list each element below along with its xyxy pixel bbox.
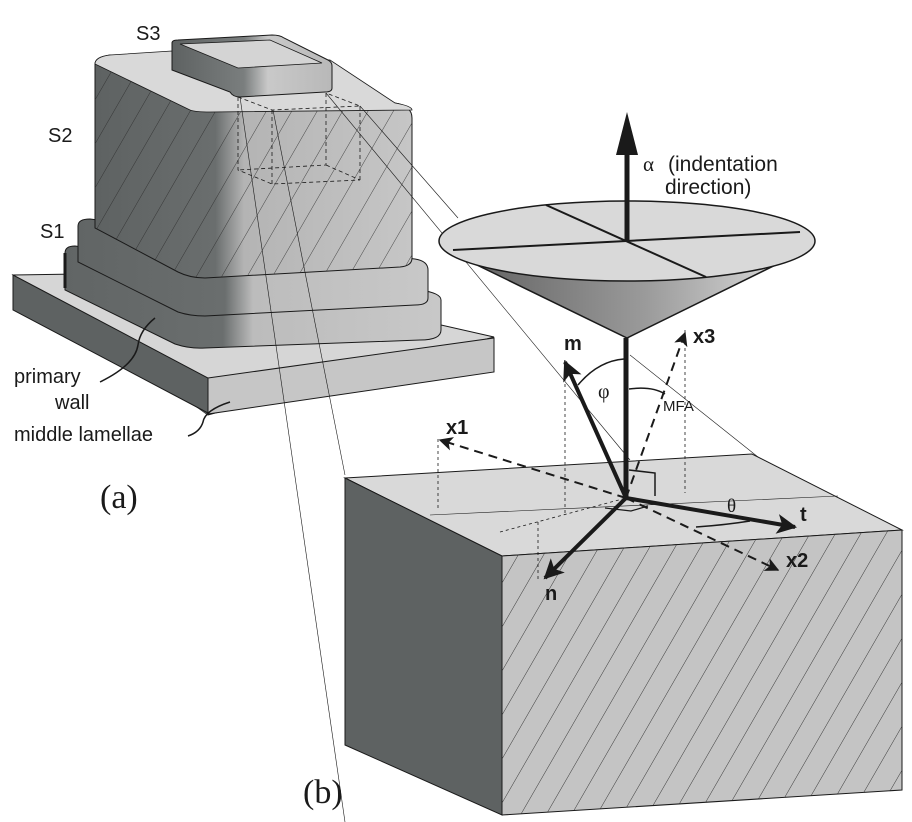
caption-a: (a) <box>100 479 138 516</box>
projection-dashes <box>437 330 686 580</box>
s2-layer <box>94 50 413 279</box>
label-m: m <box>564 333 582 355</box>
axis-t <box>625 496 797 534</box>
label-t: t <box>800 504 807 526</box>
specimen-block <box>343 453 904 816</box>
label-x2: x2 <box>786 550 808 572</box>
angle-arc-phi <box>577 358 625 386</box>
caption-b: (b) <box>303 774 343 811</box>
axis-n <box>543 496 628 580</box>
indentation-volume-dashed <box>237 92 361 185</box>
label-s2: S2 <box>48 125 72 147</box>
label-s3: S3 <box>136 23 160 45</box>
panel-b-indentation-model: α (indentation direction) m n t x1 <box>303 112 904 816</box>
label-mfa: MFA <box>663 398 694 415</box>
s3-layer <box>171 34 333 98</box>
angle-arc-theta <box>695 520 751 528</box>
panel-a-cell-wall-model: S3 S2 S1 primary wall middle lamellae (a… <box>11 23 759 822</box>
label-n: n <box>545 583 557 605</box>
leader-primary-wall <box>99 317 156 383</box>
axis-m <box>563 360 628 499</box>
label-alpha: α <box>643 152 654 176</box>
label-indentation: (indentation <box>668 153 778 176</box>
label-s1: S1 <box>40 221 64 243</box>
axis-x2 <box>625 497 780 571</box>
label-x3: x3 <box>693 326 715 348</box>
angle-arc-mfa <box>628 387 666 395</box>
right-angle-marker <box>628 469 656 496</box>
label-wall: wall <box>54 392 89 414</box>
label-primary: primary <box>14 366 81 388</box>
axis-x1 <box>438 437 627 499</box>
label-phi: φ <box>598 381 610 403</box>
label-x1: x1 <box>446 417 468 439</box>
label-direction: direction) <box>665 176 751 199</box>
label-middle-lamellae: middle lamellae <box>14 424 153 446</box>
leader-middle-lamellae <box>187 401 231 437</box>
label-theta: θ <box>727 496 736 517</box>
projection-lines <box>239 92 759 822</box>
indentation-direction-arrow <box>616 112 638 241</box>
